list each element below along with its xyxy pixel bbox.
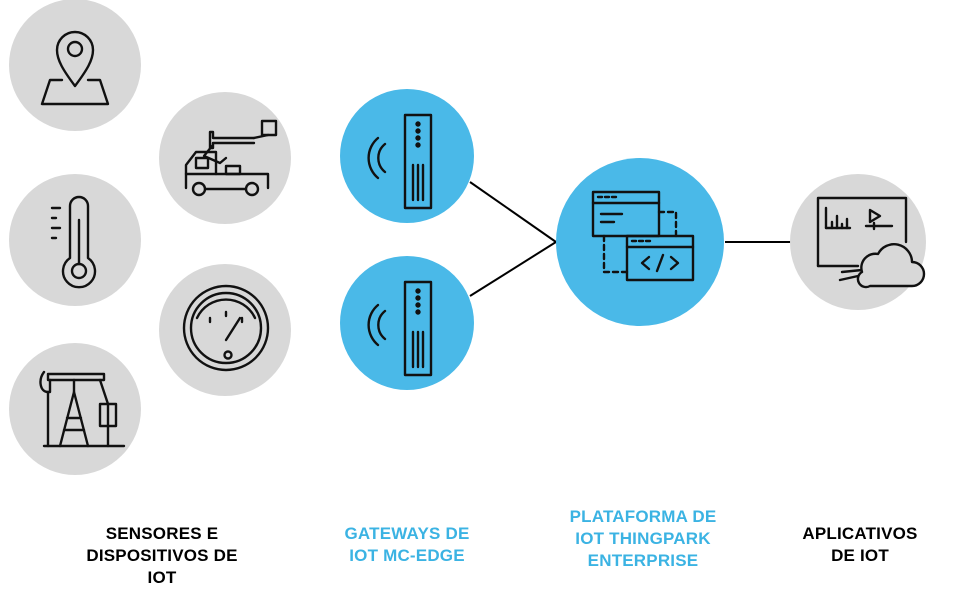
monitor-cloud-icon [816,196,926,289]
label-applications: APLICATIVOS DE IOT [790,523,930,567]
bucket-truck-icon [184,119,278,197]
gateway-radio-icon [367,280,433,377]
label-applications-line2: DE IOT [831,546,889,565]
iot-architecture-diagram [9,0,926,475]
label-applications-line1: APLICATIVOS [802,524,918,543]
connector-gateway-top-platform [469,181,557,243]
connector-gateway-bottom-platform [469,241,557,297]
sensor-circle-oilpump [9,343,141,475]
gauge-icon [182,284,270,372]
sensor-circle-gauge [159,264,291,396]
label-gateways-line1: GATEWAYS DE [344,524,470,543]
label-gateways: GATEWAYS DE IOT MC-EDGE [327,523,487,567]
label-sensors-line2: DISPOSITIVOS DE IOT [86,546,238,587]
location-pin-icon [40,30,110,106]
label-platform-line3: ENTERPRISE [587,551,699,570]
label-sensors-line1: SENSORES E [105,524,219,543]
code-windows-icon [591,190,695,282]
label-platform: PLATAFORMA DE IOT THINGPARK ENTERPRISE [560,506,726,572]
gateway-circle-bottom [340,256,474,390]
gateway-radio-icon [367,113,433,210]
sensor-circle-thermometer [9,174,141,306]
sensor-circle-location [9,0,141,131]
label-sensors: SENSORES E DISPOSITIVOS DE IOT [72,523,252,589]
label-platform-line1: PLATAFORMA DE [569,507,717,526]
label-platform-line2: IOT THINGPARK [575,529,711,548]
label-gateways-line2: IOT MC-EDGE [349,546,465,565]
gateway-circle-top [340,89,474,223]
oil-pumpjack-icon [39,370,126,448]
thermometer-icon [50,195,97,289]
